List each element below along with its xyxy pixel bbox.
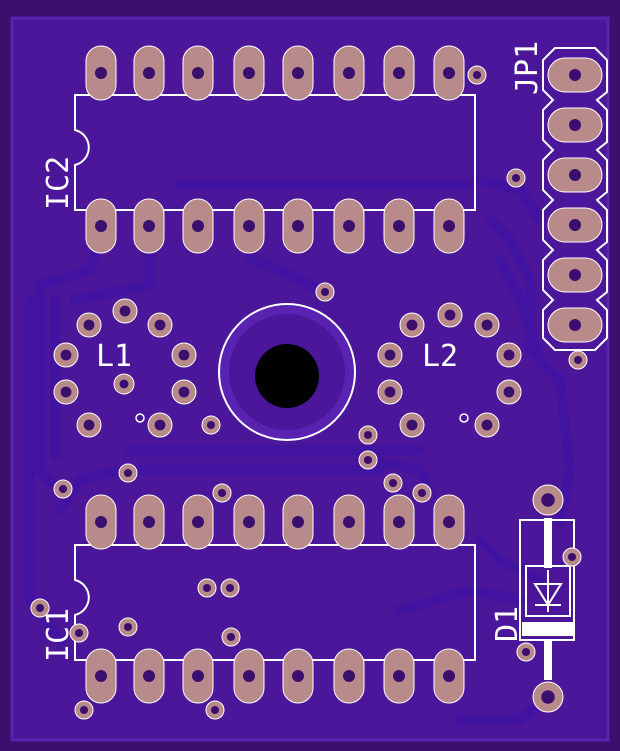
via xyxy=(516,642,536,662)
via xyxy=(412,483,432,503)
ic1-pad-top xyxy=(133,494,165,550)
l2-pad xyxy=(496,379,522,405)
via xyxy=(69,623,89,643)
via xyxy=(315,282,335,302)
via xyxy=(220,578,240,598)
ic1-pad-bottom xyxy=(182,648,214,704)
ic2-pad-top xyxy=(133,45,165,101)
l2-label: L2 xyxy=(422,339,458,374)
l2-pad xyxy=(496,342,522,368)
l2-pad xyxy=(437,302,463,328)
ic2-outline xyxy=(74,94,476,211)
ic2-pad-bottom xyxy=(133,198,165,254)
ic1-pad-bottom xyxy=(433,648,465,704)
l2-pad xyxy=(399,412,425,438)
pads xyxy=(30,45,603,720)
ic1-pad-bottom xyxy=(233,648,265,704)
via xyxy=(118,617,138,637)
d1-label: D1 xyxy=(490,606,525,642)
ic1-pad-bottom xyxy=(333,648,365,704)
via xyxy=(197,578,217,598)
l1-pad xyxy=(112,298,138,324)
d1-body xyxy=(519,518,575,680)
ic2-pad-bottom xyxy=(233,198,265,254)
via xyxy=(506,168,526,188)
via xyxy=(383,473,403,493)
via xyxy=(358,425,378,445)
l1-hole xyxy=(135,413,145,423)
l2-pad xyxy=(377,379,403,405)
via xyxy=(53,479,73,499)
jp1-pad xyxy=(547,257,603,293)
l2-pad xyxy=(474,412,500,438)
via xyxy=(201,415,221,435)
traces xyxy=(25,175,575,725)
ic1-pad-top xyxy=(85,494,117,550)
l2-pad xyxy=(399,312,425,338)
d1-pad xyxy=(532,681,564,713)
ic2-pad-top xyxy=(282,45,314,101)
ic2-pad-bottom xyxy=(433,198,465,254)
ic1-pad-top xyxy=(182,494,214,550)
ic1-pad-bottom xyxy=(133,648,165,704)
jp1-pad xyxy=(547,157,603,193)
l1-pad xyxy=(53,342,79,368)
ic1-pad-top xyxy=(233,494,265,550)
ic2-pad-top xyxy=(85,45,117,101)
l1-pad xyxy=(76,412,102,438)
via xyxy=(74,700,94,720)
via xyxy=(118,463,138,483)
via xyxy=(562,547,582,567)
l1-pad xyxy=(53,379,79,405)
l2-hole xyxy=(459,413,469,423)
ic2-label: IC2 xyxy=(41,156,76,210)
ic1-pad-top xyxy=(282,494,314,550)
jp1-pad xyxy=(547,207,603,243)
jp1-pad xyxy=(547,57,603,93)
l1-pad xyxy=(113,373,135,395)
l1-pad xyxy=(76,312,102,338)
ic2-pad-bottom xyxy=(282,198,314,254)
via xyxy=(221,627,241,647)
via xyxy=(30,598,50,618)
ic2-pad-bottom xyxy=(383,198,415,254)
l1-pad xyxy=(147,312,173,338)
ic2-pad-top xyxy=(433,45,465,101)
ic1-pad-bottom xyxy=(383,648,415,704)
l1-pad xyxy=(171,379,197,405)
l1-pad xyxy=(171,342,197,368)
l2-pad xyxy=(377,342,403,368)
ic2-pad-bottom xyxy=(333,198,365,254)
ic1-pad-bottom xyxy=(282,648,314,704)
ic2-pad-top xyxy=(383,45,415,101)
via xyxy=(205,700,225,720)
via xyxy=(358,450,378,470)
l2-pad xyxy=(474,312,500,338)
jp1-pad xyxy=(547,307,603,343)
ic1-pad-top xyxy=(333,494,365,550)
ic1-pad-top xyxy=(433,494,465,550)
l1-pad xyxy=(147,412,173,438)
ic2-pad-bottom xyxy=(182,198,214,254)
jp1-label: JP1 xyxy=(510,41,545,95)
ic1-label: IC1 xyxy=(41,608,76,662)
ic2-pad-top xyxy=(333,45,365,101)
l1-label: L1 xyxy=(96,339,132,374)
ic2-pad-top xyxy=(233,45,265,101)
ic2-pad-top xyxy=(182,45,214,101)
jp1-pad xyxy=(547,107,603,143)
jp1-outline xyxy=(542,47,608,351)
d1-pad xyxy=(532,484,564,516)
via xyxy=(212,483,232,503)
ic2-pad-bottom xyxy=(85,198,117,254)
mounting-hole xyxy=(218,303,356,441)
ic1-pad-bottom xyxy=(85,648,117,704)
via xyxy=(568,350,588,370)
via xyxy=(467,65,487,85)
ic1-pad-top xyxy=(383,494,415,550)
